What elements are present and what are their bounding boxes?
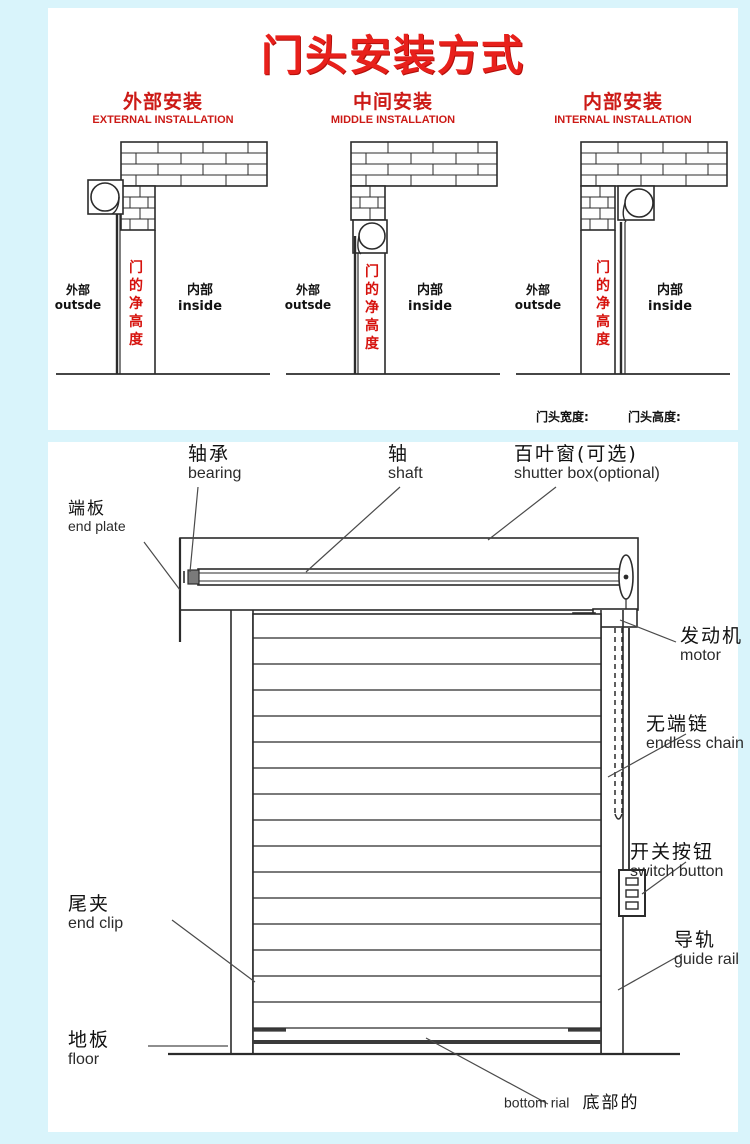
dimension-width-label: 门头宽度: — [536, 410, 589, 424]
heading-internal-cn: 内部安装 — [582, 91, 663, 113]
rolling-shutter-door-drawing — [143, 486, 687, 1105]
label-guide-rail-en: guide rail — [674, 951, 739, 969]
svg-text:inside: inside — [178, 299, 222, 314]
label-switch-button-cn: 开关按钮 — [630, 841, 715, 863]
svg-text:outsde: outsde — [285, 298, 331, 312]
label-end-clip-cn: 尾夹 — [68, 893, 111, 915]
dimension-height-label: 门头高度: — [628, 410, 681, 424]
label-endless-chain: 无端链 endless chain — [646, 713, 744, 753]
label-bottom-rail: bottom rial 底部的 — [504, 1093, 640, 1113]
svg-text:外部: 外部 — [296, 282, 320, 297]
heading-internal-en: INTERNAL INSTALLATION — [554, 113, 692, 126]
svg-text:门: 门 — [365, 263, 379, 280]
label-end-plate-en: end plate — [68, 518, 126, 535]
svg-text:净: 净 — [129, 295, 143, 312]
figure-external-installation: 外部 outsde 内部 inside 门的净高度 — [48, 136, 278, 406]
svg-text:的: 的 — [129, 277, 143, 294]
svg-text:净: 净 — [596, 295, 610, 312]
page-title: 门头安装方式 — [260, 31, 525, 80]
heading-internal-installation: 内部安装 INTERNAL INSTALLATION — [508, 92, 738, 128]
label-switch-button-en: switch button — [630, 863, 724, 881]
svg-text:inside: inside — [648, 299, 692, 314]
svg-text:的: 的 — [596, 277, 610, 294]
svg-text:inside: inside — [408, 299, 452, 314]
figure-middle-installation: 外部 outsde 内部 inside 门的净高度 — [278, 136, 508, 406]
heading-middle-cn: 中间安装 — [352, 91, 433, 113]
svg-text:度: 度 — [129, 331, 144, 348]
label-end-plate: 端板 end plate — [68, 499, 126, 535]
label-guide-rail-cn: 导轨 — [674, 929, 717, 951]
label-shaft-cn: 轴 — [388, 443, 410, 465]
label-shutter-box-en: shutter box(optional) — [514, 465, 660, 483]
svg-text:门: 门 — [596, 259, 610, 276]
svg-text:的: 的 — [365, 281, 379, 298]
label-bearing: 轴承 bearing — [188, 443, 242, 483]
svg-text:outsde: outsde — [55, 298, 101, 312]
label-floor-en: floor — [68, 1051, 100, 1069]
rolling-door-parts-panel: 轴承 bearing 轴 shaft 百叶窗(可选) shutter box(o… — [48, 442, 744, 1132]
label-motor-en: motor — [680, 647, 721, 665]
heading-middle-en: MIDDLE INSTALLATION — [330, 113, 456, 126]
label-end-clip-en: end clip — [68, 915, 124, 933]
label-shutter-box: 百叶窗(可选) shutter box(optional) — [514, 443, 660, 483]
label-bearing-en: bearing — [188, 465, 242, 483]
svg-text:度: 度 — [365, 335, 380, 352]
label-guide-rail: 导轨 guide rail — [674, 929, 739, 969]
label-end-plate-cn: 端板 — [68, 499, 106, 519]
label-endless-chain-en: endless chain — [646, 735, 744, 753]
heading-external-installation: 外部安装 EXTERNAL INSTALLATION — [48, 92, 278, 128]
heading-external-cn: 外部安装 — [122, 91, 203, 113]
label-motor-cn: 发动机 — [680, 625, 744, 647]
svg-text:内部: 内部 — [417, 282, 443, 298]
label-end-clip: 尾夹 end clip — [68, 893, 124, 933]
label-shaft: 轴 shaft — [388, 443, 423, 483]
svg-text:内部: 内部 — [187, 282, 213, 298]
svg-text:外部: 外部 — [526, 282, 550, 297]
svg-text:净: 净 — [365, 299, 379, 316]
label-floor: 地板 floor — [68, 1029, 111, 1069]
svg-text:高: 高 — [129, 313, 143, 330]
svg-text:外部: 外部 — [66, 282, 90, 297]
label-switch-button: 开关按钮 switch button — [630, 841, 724, 881]
figure-internal-installation: 外部 outsde 内部 inside 门的净高度 — [508, 136, 738, 406]
label-floor-cn: 地板 — [68, 1029, 111, 1051]
installation-methods-panel: 门头安装方式 外部安装 EXTERNAL INSTALLATION 中间安装 M… — [48, 8, 738, 430]
svg-text:高: 高 — [365, 317, 379, 334]
label-shaft-en: shaft — [388, 465, 423, 483]
label-bottom-rail-en: bottom rial — [504, 1094, 570, 1111]
label-bottom-rail-cn: 底部的 — [582, 1093, 640, 1113]
label-motor: 发动机 motor — [680, 625, 744, 665]
svg-text:高: 高 — [596, 313, 610, 330]
svg-text:内部: 内部 — [657, 282, 683, 298]
heading-external-en: EXTERNAL INSTALLATION — [92, 113, 234, 126]
label-endless-chain-cn: 无端链 — [646, 713, 710, 735]
svg-text:度: 度 — [596, 331, 611, 348]
label-bearing-cn: 轴承 — [188, 443, 231, 465]
heading-middle-installation: 中间安装 MIDDLE INSTALLATION — [278, 92, 508, 128]
label-shutter-box-cn: 百叶窗(可选) — [514, 443, 638, 465]
svg-text:outsde: outsde — [515, 298, 561, 312]
svg-text:门: 门 — [129, 259, 143, 276]
